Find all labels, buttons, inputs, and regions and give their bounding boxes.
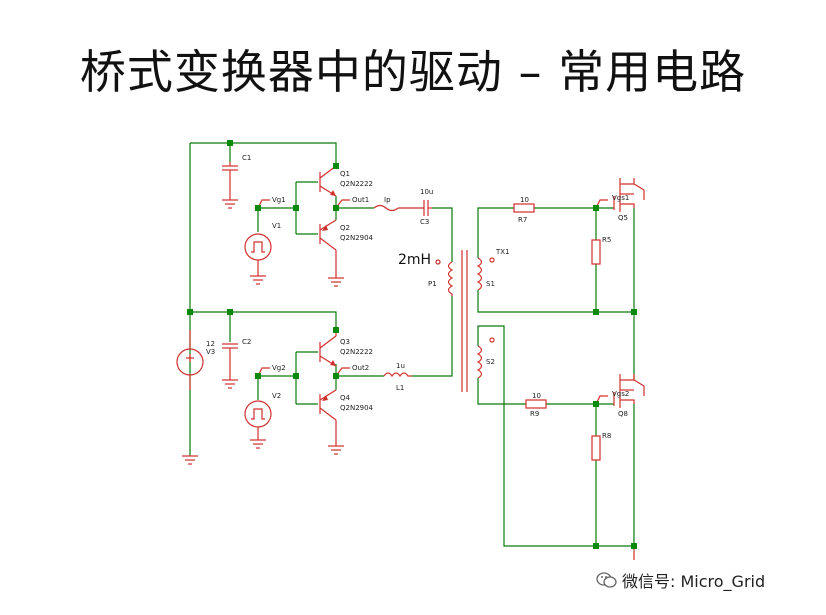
label-q1: Q1 — [340, 170, 350, 178]
label-q4: Q4 — [340, 394, 351, 402]
label-q4-part: Q2N2904 — [340, 404, 374, 412]
label-vg2: Vg2 — [272, 364, 286, 372]
label-r9-val: 10 — [532, 392, 541, 400]
label-v2: V2 — [272, 392, 281, 400]
label-p1: P1 — [428, 280, 437, 288]
label-q2: Q2 — [340, 224, 350, 232]
label-out1: Out1 — [352, 196, 369, 204]
label-v3-val: 12 — [206, 340, 215, 348]
label-vgs1: Vgs1 — [612, 194, 629, 202]
component-labels: C1 C2 Q1 Q2N2222 Q2 Q2N2904 Q3 Q2N2222 Q… — [206, 154, 629, 440]
watermark: 微信号: Micro_Grid — [596, 568, 765, 592]
label-c2: C2 — [242, 338, 251, 346]
label-r8: R8 — [602, 432, 611, 440]
secondary-components — [513, 178, 645, 560]
label-l1: L1 — [396, 384, 404, 392]
label-q2-part: Q2N2904 — [340, 234, 374, 242]
watermark-text: 微信号: Micro_Grid — [622, 572, 766, 591]
label-vgs2: Vgs2 — [612, 390, 629, 398]
label-l1-val: 1u — [396, 362, 405, 370]
label-q1-part: Q2N2222 — [340, 180, 373, 188]
secondary-wiring — [477, 207, 635, 547]
label-r7: R7 — [518, 216, 527, 224]
label-q8: Q8 — [618, 410, 628, 418]
label-ip: Ip — [384, 196, 391, 204]
label-vg1: Vg1 — [272, 196, 286, 204]
label-r9: R9 — [530, 410, 539, 418]
label-c3-val: 10u — [420, 188, 433, 196]
inductance-note: 2mH — [398, 252, 431, 268]
label-out2: Out2 — [352, 364, 369, 372]
voltage-probes — [257, 199, 608, 405]
label-r7-val: 10 — [520, 196, 529, 204]
label-s2: S2 — [486, 358, 495, 366]
label-q3: Q3 — [340, 338, 350, 346]
label-tx1: TX1 — [495, 248, 510, 256]
label-q5: Q5 — [618, 214, 628, 222]
label-s1: S1 — [486, 280, 495, 288]
label-c3: C3 — [420, 218, 429, 226]
label-r5: R5 — [602, 236, 611, 244]
label-v1: V1 — [272, 222, 281, 230]
junction-nodes — [187, 140, 637, 549]
label-c1: C1 — [242, 154, 251, 162]
label-q3-part: Q2N2222 — [340, 348, 373, 356]
page-title: 桥式变换器中的驱动 – 常用电路 — [79, 45, 747, 99]
label-v3: V3 — [206, 348, 215, 356]
wechat-icon — [596, 572, 617, 588]
